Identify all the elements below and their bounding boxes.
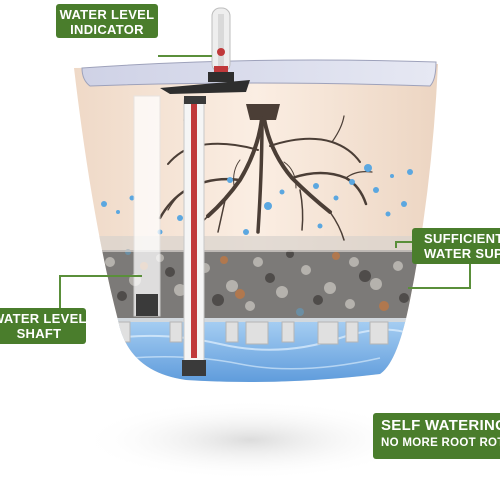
floor-shadow [80, 400, 420, 480]
water-level-shaft-label-line1: WATER LEVEL [0, 311, 86, 326]
pot-rim [81, 59, 437, 87]
water-level-indicator-label-line2: INDICATOR [70, 22, 144, 37]
water-level-shaft-label: WATER LEVEL SHAFT [0, 308, 86, 344]
self-watering-label: SELF WATERING NO MORE ROOT ROT [373, 413, 500, 459]
leader-lines [59, 55, 471, 310]
self-watering-label-subtitle: NO MORE ROOT ROT [381, 437, 500, 449]
sufficient-water-supply-label-line2: WATER SUPPLY [424, 246, 500, 261]
gravel-layer [74, 249, 438, 318]
water-level-indicator-label: WATER LEVEL INDICATOR [56, 4, 158, 38]
water-level-indicator [208, 7, 234, 82]
sufficient-water-supply-label-line1: SUFFICIENT [424, 231, 500, 246]
plant-roots [158, 104, 373, 241]
water-level-shaft [133, 95, 161, 317]
sufficient-water-supply-label: SUFFICIENT WATER SUPPLY [412, 228, 500, 264]
water-level-shaft-label-line2: SHAFT [16, 326, 62, 341]
indicator-rod [182, 96, 206, 376]
self-watering-label-title: SELF WATERING [381, 417, 500, 434]
water-level-indicator-label-line1: WATER LEVEL [59, 7, 155, 22]
wick-feet [117, 321, 389, 345]
